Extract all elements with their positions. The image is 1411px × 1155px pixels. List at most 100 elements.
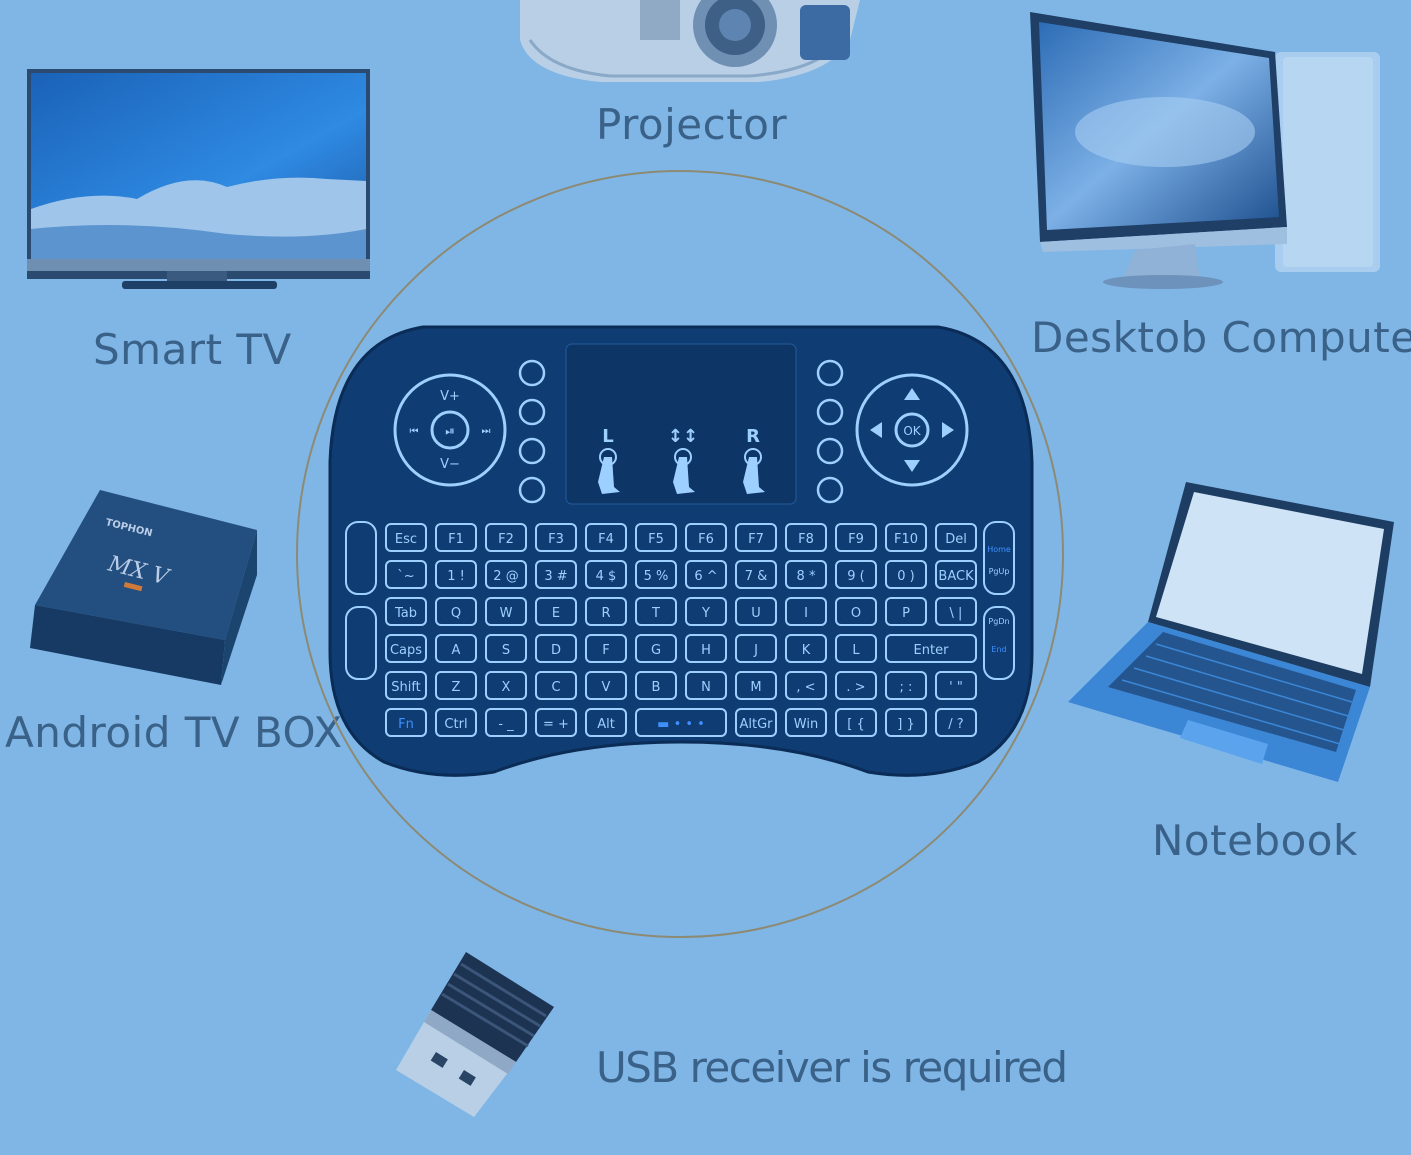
key-2[interactable]: 2 @	[485, 560, 527, 589]
finger-icon	[598, 448, 765, 494]
key-f9[interactable]: F9	[835, 523, 877, 552]
key-7[interactable]: 7 &	[735, 560, 777, 589]
key-[interactable]: ] }	[885, 708, 927, 737]
key-0[interactable]: 0 )	[885, 560, 927, 589]
key-n[interactable]: N	[685, 671, 727, 700]
key-altgr[interactable]: AltGr	[735, 708, 777, 737]
key-6[interactable]: 6 ^	[685, 560, 727, 589]
key-d[interactable]: D	[535, 634, 577, 663]
key-[interactable]: / ?	[935, 708, 977, 737]
navigation-dpad[interactable]: OK	[855, 373, 969, 487]
key-del[interactable]: Del	[935, 523, 977, 552]
key-j[interactable]: J	[735, 634, 777, 663]
right-mouse-button[interactable]	[345, 606, 377, 680]
key-f5[interactable]: F5	[635, 523, 677, 552]
key-[interactable]: `~	[385, 560, 427, 589]
settings-icon[interactable]	[518, 359, 546, 387]
key-f[interactable]: F	[585, 634, 627, 663]
touchpad-scroll-label: ↕↕	[668, 426, 698, 447]
key-9[interactable]: 9 (	[835, 560, 877, 589]
key-e[interactable]: E	[535, 597, 577, 626]
key-1[interactable]: 1 !	[435, 560, 477, 589]
key-o[interactable]: O	[835, 597, 877, 626]
key-back[interactable]: BACK	[935, 560, 977, 589]
key-label: 3 #	[544, 569, 567, 584]
key-esc[interactable]: Esc	[385, 523, 427, 552]
key-p[interactable]: P	[885, 597, 927, 626]
key-label: F7	[748, 532, 764, 547]
search-icon[interactable]	[816, 359, 844, 387]
key-l[interactable]: L	[835, 634, 877, 663]
key-[interactable]: [ {	[835, 708, 877, 737]
key-f1[interactable]: F1	[435, 523, 477, 552]
key-label: Caps	[390, 643, 422, 658]
key-y[interactable]: Y	[685, 597, 727, 626]
key-4[interactable]: 4 $	[585, 560, 627, 589]
key-label: F	[602, 643, 609, 658]
key-space[interactable]: ▬ • • •	[635, 708, 727, 737]
media-player-icon[interactable]	[518, 437, 546, 465]
key-label: 7 &	[745, 569, 768, 584]
browser-icon[interactable]	[816, 437, 844, 465]
home-icon[interactable]	[816, 398, 844, 426]
key-alt[interactable]: Alt	[585, 708, 627, 737]
arrow-down-icon	[904, 460, 920, 472]
key-[interactable]: \ |	[935, 597, 977, 626]
key-q[interactable]: Q	[435, 597, 477, 626]
key-m[interactable]: M	[735, 671, 777, 700]
key-label: L	[852, 643, 860, 658]
key-f10[interactable]: F10	[885, 523, 927, 552]
key-a[interactable]: A	[435, 634, 477, 663]
mouse-mode-icon[interactable]	[518, 476, 546, 504]
key-f4[interactable]: F4	[585, 523, 627, 552]
key-caps[interactable]: Caps	[385, 634, 427, 663]
key-shift[interactable]: Shift	[385, 671, 427, 700]
key-f2[interactable]: F2	[485, 523, 527, 552]
key-label: G	[651, 643, 661, 658]
key-label: 8 *	[797, 569, 816, 584]
side-nav-keys[interactable]: Home PgUp PgDn End	[983, 521, 1015, 680]
key-win[interactable]: Win	[785, 708, 827, 737]
key-s[interactable]: S	[485, 634, 527, 663]
key-[interactable]: , <	[785, 671, 827, 700]
left-mouse-button[interactable]	[345, 521, 377, 595]
key-[interactable]: = +	[535, 708, 577, 737]
key-v[interactable]: V	[585, 671, 627, 700]
key-w[interactable]: W	[485, 597, 527, 626]
media-dial[interactable]: V+ V− ⏮ ⏭ ⏯	[393, 373, 507, 487]
next-icon: ⏭	[482, 426, 491, 437]
key-label: V	[602, 680, 611, 695]
key-f7[interactable]: F7	[735, 523, 777, 552]
key-ctrl[interactable]: Ctrl	[435, 708, 477, 737]
key-c[interactable]: C	[535, 671, 577, 700]
ok-button[interactable]: OK	[903, 424, 921, 438]
key-b[interactable]: B	[635, 671, 677, 700]
key-t[interactable]: T	[635, 597, 677, 626]
power-icon[interactable]	[816, 476, 844, 504]
key-f8[interactable]: F8	[785, 523, 827, 552]
mail-icon[interactable]	[518, 398, 546, 426]
key-k[interactable]: K	[785, 634, 827, 663]
key-f3[interactable]: F3	[535, 523, 577, 552]
key-g[interactable]: G	[635, 634, 677, 663]
key-3[interactable]: 3 #	[535, 560, 577, 589]
key-label: H	[701, 643, 711, 658]
key-8[interactable]: 8 *	[785, 560, 827, 589]
key-[interactable]: ' "	[935, 671, 977, 700]
key-fn[interactable]: Fn	[385, 708, 427, 737]
key-h[interactable]: H	[685, 634, 727, 663]
key-z[interactable]: Z	[435, 671, 477, 700]
key-u[interactable]: U	[735, 597, 777, 626]
key-f6[interactable]: F6	[685, 523, 727, 552]
key-label: K	[802, 643, 811, 658]
key-tab[interactable]: Tab	[385, 597, 427, 626]
key-i[interactable]: I	[785, 597, 827, 626]
key-r[interactable]: R	[585, 597, 627, 626]
key-[interactable]: ; :	[885, 671, 927, 700]
key-[interactable]: . >	[835, 671, 877, 700]
key-[interactable]: - _	[485, 708, 527, 737]
key-5[interactable]: 5 %	[635, 560, 677, 589]
key-grid[interactable]: Esc F1 F2 F3 F4 F5 F6 F7 F8 F9 F10 Del `~ 1 ! 2 @ 3 # 4 …	[385, 523, 977, 737]
key-enter[interactable]: Enter	[885, 634, 977, 663]
key-x[interactable]: X	[485, 671, 527, 700]
